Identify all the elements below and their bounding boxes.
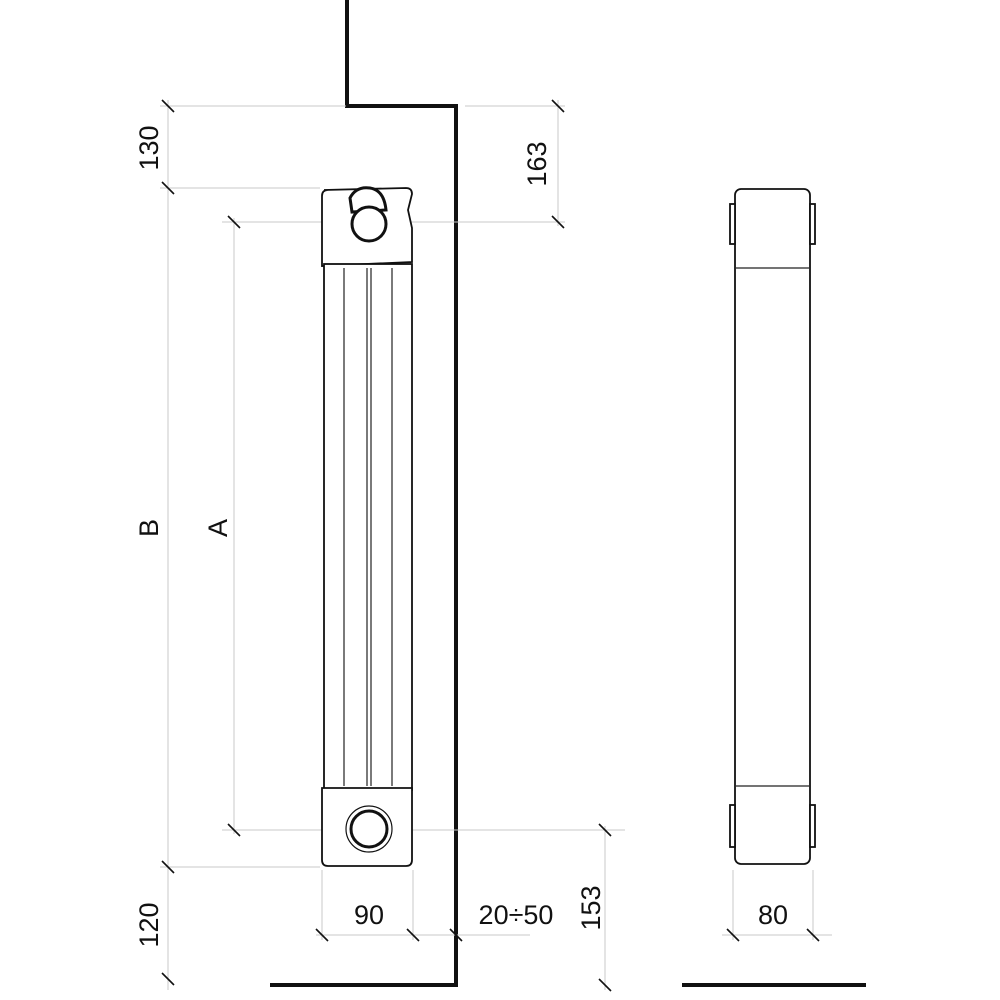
top-connector-cap	[348, 186, 388, 214]
side-lug-top-right	[809, 203, 816, 245]
label-bottom-clearance: 120	[134, 902, 164, 947]
radiator-side-body	[734, 188, 811, 865]
dimension-ticks	[161, 99, 820, 992]
radiator-front-view	[321, 186, 413, 867]
label-axis-distance: A	[203, 519, 233, 537]
radiator-column	[323, 263, 413, 791]
label-bottom-axis-height: 153	[576, 885, 606, 930]
side-lug-bottom-right	[809, 804, 816, 848]
side-lug-top-left	[729, 203, 736, 245]
wall-outline	[270, 0, 458, 987]
label-top-clearance: 130	[134, 125, 164, 170]
bottom-connector-outer	[345, 805, 393, 853]
label-side-width: 80	[758, 900, 788, 930]
top-connector	[350, 205, 388, 243]
label-total-height: B	[134, 519, 164, 537]
bottom-connector	[349, 809, 389, 849]
side-lug-bottom-left	[729, 804, 736, 848]
label-depth: 90	[354, 900, 384, 930]
label-wall-gap: 20÷50	[479, 900, 554, 930]
radiator-side-view	[729, 188, 816, 865]
label-top-axis-offset: 163	[522, 141, 552, 186]
